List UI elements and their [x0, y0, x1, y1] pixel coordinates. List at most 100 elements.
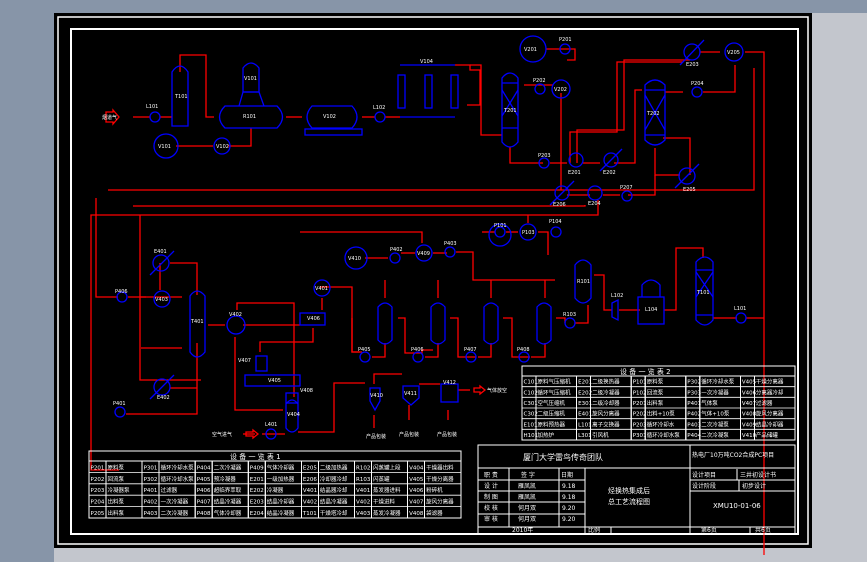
label: T201 [503, 108, 517, 114]
tower-T201-packing [501, 82, 519, 129]
pipe [170, 262, 198, 295]
label: L101 [734, 306, 746, 312]
table-cell: E205 [303, 465, 317, 471]
table-cell: V405 [742, 380, 757, 386]
table-cell: 一级加热器 [267, 475, 295, 483]
table-cell: V408 [409, 511, 424, 517]
label-product-2: 产品包装 [399, 431, 419, 438]
table-cell: P302 [687, 380, 701, 386]
cooler-E206-diag [549, 180, 575, 206]
table-cell: 旋风分离器 [592, 410, 620, 418]
pipe [90, 200, 599, 471]
pump-P204 [691, 86, 703, 98]
vessel-V101-base [238, 91, 265, 107]
table-cell: P403 [687, 422, 701, 428]
table-cell: E204 [250, 511, 264, 517]
table-cell: P402 [687, 412, 701, 418]
gas-outlet-arrow [473, 384, 487, 396]
table-cell: V407 [742, 401, 757, 407]
desktop-left-strip [0, 0, 54, 562]
table-1-title: 设 备 一 览 表 1 [230, 452, 281, 461]
cooler-E202 [603, 152, 619, 168]
pipe [456, 251, 555, 281]
table-cell: 结晶冷却器 [267, 498, 295, 506]
label: P402 [390, 247, 403, 253]
pipe [509, 147, 543, 164]
equipment [105, 35, 747, 440]
label: E402 [157, 395, 170, 401]
pipe [425, 343, 439, 358]
label: V404 [287, 412, 300, 418]
pipe [133, 205, 586, 207]
pipe [228, 128, 252, 147]
equipment-labels: 烟道气 L101 T101 V101 R101 V101 V102 V102 L… [102, 37, 746, 440]
reactor-tube [424, 74, 433, 109]
pipe [575, 305, 589, 324]
label: E202 [603, 170, 616, 176]
table-cell: 原料泵 [647, 378, 664, 386]
table-cell: V408 [742, 412, 757, 418]
pipe [663, 137, 691, 175]
label: P101 [494, 223, 507, 229]
table-cell: 回流泵 [647, 388, 664, 396]
feed-arrow [105, 108, 120, 126]
reactor-tube [397, 74, 406, 109]
pipe [614, 89, 642, 164]
pipe [450, 317, 476, 358]
label: V412 [443, 380, 456, 386]
table-cell: 加热炉 [538, 431, 555, 439]
table-cell: P408 [197, 511, 211, 517]
pump-L102 [374, 111, 386, 123]
table-cell: 袋滤器 [426, 509, 443, 517]
table-cell: R103 [356, 477, 371, 483]
vessel-V404 [285, 399, 299, 433]
table-cell: P401 [687, 401, 701, 407]
label: T101 [696, 290, 710, 296]
table-cell: 过滤器 [161, 486, 178, 494]
sig-name: 雁凤凯 [518, 482, 536, 490]
table-cell: P402 [144, 500, 158, 506]
label-gas-out: 气体放空 [487, 387, 507, 394]
label: V102 [323, 114, 336, 120]
drawing-title-2: 总工艺流程图 [608, 497, 650, 506]
sig-name: 雁凤凯 [518, 493, 536, 501]
vessel-V402 [226, 315, 246, 335]
label: P202 [533, 78, 546, 84]
table-cell: 出料泵 [108, 509, 125, 517]
table-cell: 冷凝器 [267, 486, 284, 494]
tower-T101b [695, 256, 714, 326]
pump-P202 [534, 83, 546, 95]
label: T401 [190, 319, 204, 325]
pipe [576, 59, 690, 163]
heat-E204 [587, 185, 603, 201]
table-cell: 分离器冷却 [756, 388, 784, 396]
tower-T201 [501, 72, 519, 148]
label: R103 [563, 312, 576, 318]
table-cell: E201 [578, 380, 592, 386]
table-cell: P204 [91, 500, 105, 506]
sig-role: 设 计 [484, 482, 498, 490]
table-cell: 二次冷凝泵 [701, 431, 729, 439]
label: V101 [158, 144, 171, 150]
pump-P405 [359, 351, 371, 363]
table-cell: 二次冷凝器 [214, 463, 242, 471]
table-cell: V407 [409, 500, 424, 506]
table-cell: E401 [578, 412, 592, 418]
cyclone-V410 [369, 387, 381, 412]
table-cell: L101 [578, 422, 592, 428]
vessel-L104-top [641, 279, 661, 297]
pipe [234, 337, 283, 411]
label: P406 [115, 289, 128, 295]
pump-L101b [735, 312, 747, 324]
label: V408 [300, 388, 313, 394]
table-cell: E202 [250, 488, 264, 494]
table-cell: 结晶冷凝器 [320, 498, 348, 506]
table-2-title: 设 备 一 览 表 2 [620, 367, 671, 376]
table-cell: 干燥进料 [373, 498, 396, 506]
pipe [298, 382, 365, 433]
pipe [538, 231, 549, 255]
table-cell: 出料泵 [108, 498, 125, 506]
pipe [259, 328, 314, 352]
table-cell: V410 [742, 433, 757, 439]
